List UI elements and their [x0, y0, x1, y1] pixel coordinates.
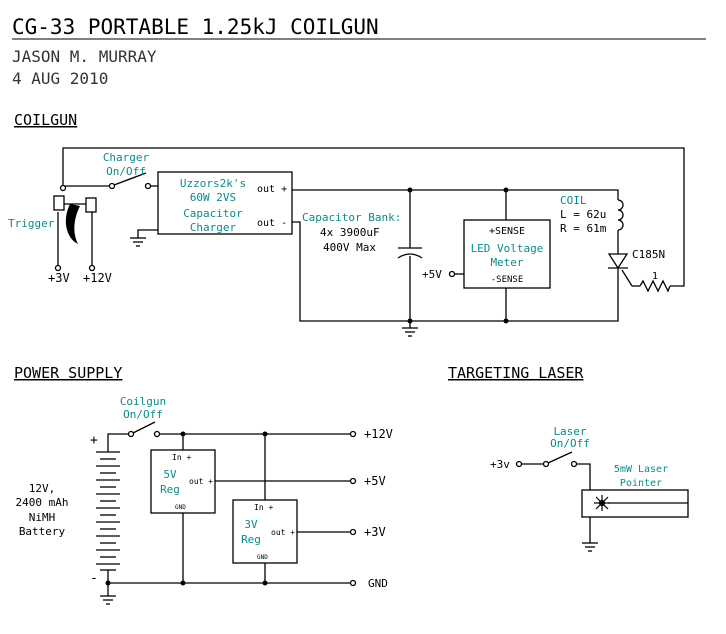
rail-gnd-label: GND [368, 577, 388, 590]
meter-label-1: LED Voltage [471, 242, 544, 255]
trigger-3v-terminal [54, 264, 62, 272]
schematic-title: CG-33 PORTABLE 1.25kJ COILGUN [12, 15, 379, 39]
gate-resistor-icon [639, 279, 671, 293]
reg3-label-2: Reg [241, 533, 261, 546]
reg3-out-label: out + [271, 528, 295, 537]
laser-ground-icon [582, 542, 598, 552]
battery-label-2: 2400 mAh [16, 496, 69, 509]
power-supply-junctions [105, 431, 268, 586]
laser-switch-label-1: Laser [553, 425, 586, 438]
reg5-out-label: out + [189, 477, 213, 486]
cap-bank-line-3: 400V Max [323, 241, 376, 254]
rail-12v-terminal [349, 430, 357, 438]
coilgun-wires [57, 147, 685, 328]
cap-bank-line-2: 4x 3900uF [320, 226, 380, 239]
laser-module-label-2: Pointer [620, 478, 662, 489]
charger-switch [108, 172, 152, 190]
charger-box-line-2: 60W 2VS [190, 191, 236, 204]
scr-thyristor-icon [607, 253, 633, 296]
meter-5v-terminal [448, 270, 456, 278]
coil-inductor-icon [617, 199, 624, 231]
reg5-label-1: 5V [163, 468, 177, 481]
coil-label: COIL [560, 194, 587, 207]
rail-5v-terminal [349, 477, 357, 485]
capacitor-charger-box [157, 171, 293, 235]
coilgun-switch-label-2: On/Off [123, 408, 163, 421]
meter-sense-plus: +SENSE [489, 226, 525, 237]
coilgun-junctions [407, 187, 509, 324]
led-voltage-meter-box [463, 219, 551, 289]
rail-3v-label: +3V [364, 525, 386, 539]
3v-regulator-box [232, 499, 298, 564]
battery-plus: + [90, 433, 98, 448]
date: 4 AUG 2010 [12, 69, 108, 88]
battery-label-1: 12V, [29, 482, 56, 495]
coil-inductance: L = 62u [560, 208, 606, 221]
author: JASON M. MURRAY [12, 47, 157, 66]
charger-switch-label-2: On/Off [106, 165, 146, 178]
laser-module-label-1: 5mW Laser [614, 464, 668, 475]
laser-switch-label-2: On/Off [550, 437, 590, 450]
battery-label-3: NiMH [29, 511, 56, 524]
rail-3v-terminal [349, 528, 357, 536]
cap-bank-line-1: Capacitor Bank: [302, 211, 401, 224]
capacitor-bank-icon [397, 247, 423, 259]
meter-label-2: Meter [490, 256, 523, 269]
charger-out-plus: out + [257, 184, 287, 195]
rail-5v-label: +5V [364, 474, 386, 488]
trigger-12v-terminal [88, 264, 96, 272]
laser-starburst-icon [594, 495, 610, 511]
charger-box-line-1: Uzzors2k's [180, 177, 246, 190]
battery-icon [96, 451, 120, 571]
trigger-3v-label: +3V [48, 271, 70, 285]
coilgun-power-switch [127, 421, 161, 438]
reg5-label-2: Reg [160, 483, 180, 496]
reg3-gnd-label: GND [257, 554, 268, 561]
charger-out-minus: out - [257, 218, 287, 229]
section-coilgun: COILGUN [14, 111, 77, 129]
charger-box-line-4: Charger [190, 221, 237, 234]
meter-sense-minus: -SENSE [491, 275, 524, 285]
rail-12v-label: +12V [364, 427, 393, 441]
section-targeting-laser: TARGETING LASER [448, 364, 584, 382]
laser-supply-label: +3v [490, 458, 510, 471]
reg5-in-label: In + [172, 453, 191, 462]
reg5-gnd-label: GND [175, 504, 186, 511]
charger-ground-icon [130, 237, 146, 247]
resistor-label: 1 [652, 271, 658, 282]
battery-label-4: Battery [19, 525, 66, 538]
power-supply-wires [107, 433, 350, 596]
trigger-12v-label: +12V [83, 271, 112, 285]
scr-label: C185N [632, 248, 665, 261]
trigger-switch [53, 184, 97, 244]
power-supply-ground-icon [100, 595, 116, 605]
coilgun-ground-icon [402, 327, 418, 337]
laser-switch [515, 451, 578, 468]
reg3-in-label: In + [254, 503, 273, 512]
5v-regulator-box [150, 449, 216, 514]
section-power-supply: POWER SUPPLY [14, 364, 122, 382]
laser-wires [521, 463, 591, 543]
charger-switch-label-1: Charger [103, 151, 150, 164]
rail-gnd-terminal [349, 579, 357, 587]
meter-5v-label: +5V [422, 268, 442, 281]
coilgun-switch-label-1: Coilgun [120, 395, 166, 408]
reg3-label-1: 3V [244, 518, 258, 531]
coil-resistance: R = 61m [560, 222, 607, 235]
trigger-label: Trigger [8, 217, 55, 230]
battery-minus: - [90, 571, 98, 586]
charger-box-line-3: Capacitor [183, 207, 243, 220]
